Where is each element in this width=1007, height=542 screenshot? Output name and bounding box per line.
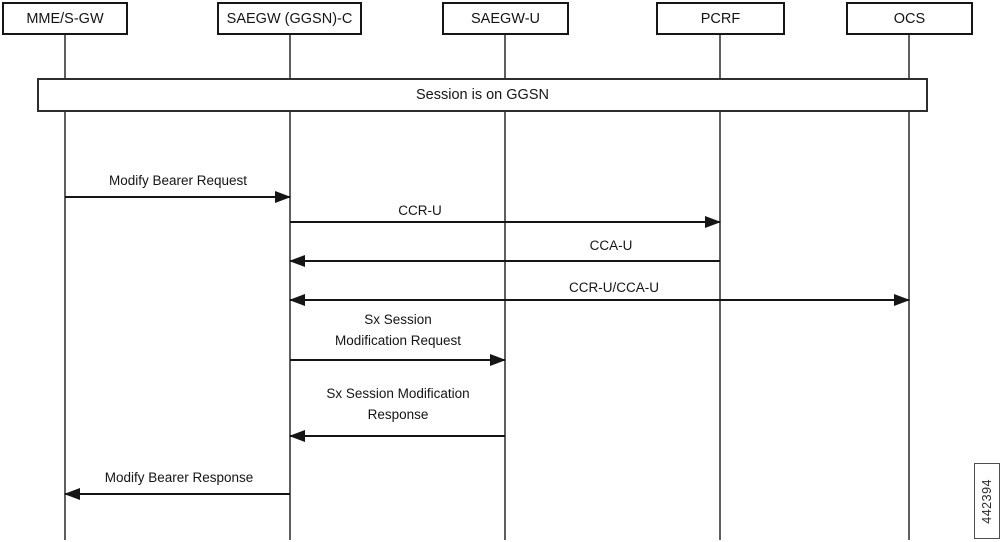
actor-box-mme-sgw: MME/S-GW xyxy=(2,2,128,35)
figure-number-box: 442394 xyxy=(974,463,1000,539)
message-label-ccr-u: CCR-U xyxy=(398,203,442,218)
actor-box-pcrf: PCRF xyxy=(656,2,785,35)
lifeline-mme-sgw xyxy=(64,35,66,540)
message-label-cca-u: CCA-U xyxy=(589,238,633,253)
lifeline-saegw-u xyxy=(504,35,506,540)
arrowhead-right-icon xyxy=(894,293,910,306)
arrowhead-left-icon xyxy=(64,487,80,500)
message-label-sx-session-modification-request: Sx Session Modification Request xyxy=(334,312,462,348)
actor-box-saegw-u: SAEGW-U xyxy=(442,2,569,35)
arrowhead-left-icon xyxy=(289,293,305,306)
actor-label: MME/S-GW xyxy=(26,10,104,27)
actor-label: SAEGW (GGSN)-C xyxy=(226,10,353,27)
message-line-ccr-u xyxy=(290,215,721,228)
lifeline-pcrf xyxy=(719,35,721,540)
arrowhead-left-icon xyxy=(289,429,305,442)
message-line-ccr-u-cca-u xyxy=(289,293,910,306)
message-line-modify-bearer-response xyxy=(64,487,290,500)
lifeline-saegw-ggsn-c xyxy=(289,35,291,540)
banner-label: Session is on GGSN xyxy=(416,87,549,103)
message-label-ccr-u-cca-u: CCR-U/CCA-U xyxy=(569,280,659,295)
lifeline-ocs xyxy=(908,35,910,540)
message-line-modify-bearer-request xyxy=(65,190,291,203)
actor-label: SAEGW-U xyxy=(470,10,541,27)
arrowhead-left-icon xyxy=(289,254,305,267)
message-label-modify-bearer-response: Modify Bearer Response xyxy=(104,470,254,485)
actor-box-saegw-ggsn-c: SAEGW (GGSN)-C xyxy=(217,2,362,35)
message-line-sx-session-modification-response xyxy=(289,429,505,442)
arrowhead-right-icon xyxy=(705,215,721,228)
message-line-sx-session-modification-request xyxy=(290,353,506,366)
session-state-banner: Session is on GGSN xyxy=(37,78,928,112)
actor-label: OCS xyxy=(893,10,926,27)
actor-label: PCRF xyxy=(700,10,741,27)
message-label-sx-session-modification-response: Sx Session Modification Response xyxy=(326,386,470,422)
figure-number: 442394 xyxy=(980,478,994,524)
arrowhead-right-icon xyxy=(275,190,291,203)
actor-box-ocs: OCS xyxy=(846,2,973,35)
message-line-cca-u xyxy=(289,254,720,267)
arrowhead-right-icon xyxy=(490,353,506,366)
message-label-modify-bearer-request: Modify Bearer Request xyxy=(108,173,248,188)
